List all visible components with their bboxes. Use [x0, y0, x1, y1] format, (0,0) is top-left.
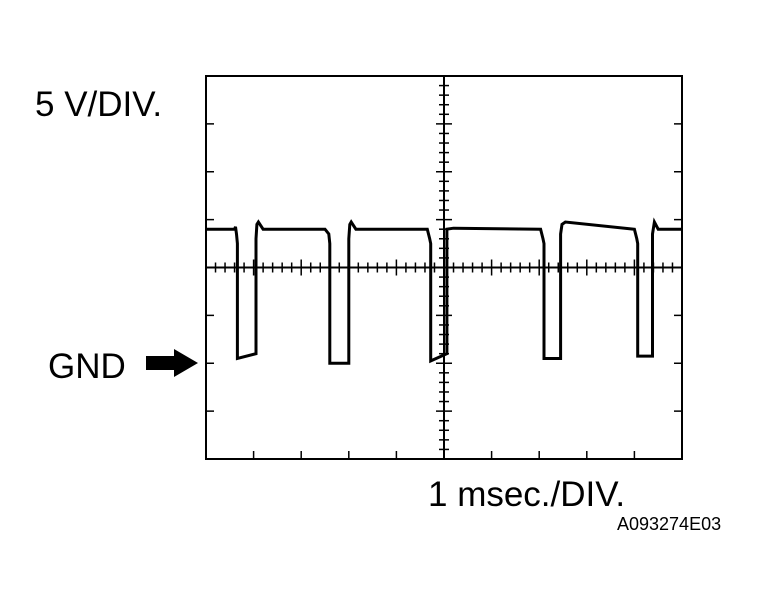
volts-per-division-label: 5 V/DIV. — [35, 85, 163, 124]
waveform-trace — [206, 217, 682, 365]
ground-arrow-icon — [146, 349, 198, 377]
ground-label: GND — [48, 347, 126, 386]
time-per-division-label: 1 msec./DIV. — [428, 475, 626, 514]
graticule-ticks — [206, 76, 682, 459]
figure-code: A093274E03 — [617, 514, 722, 534]
